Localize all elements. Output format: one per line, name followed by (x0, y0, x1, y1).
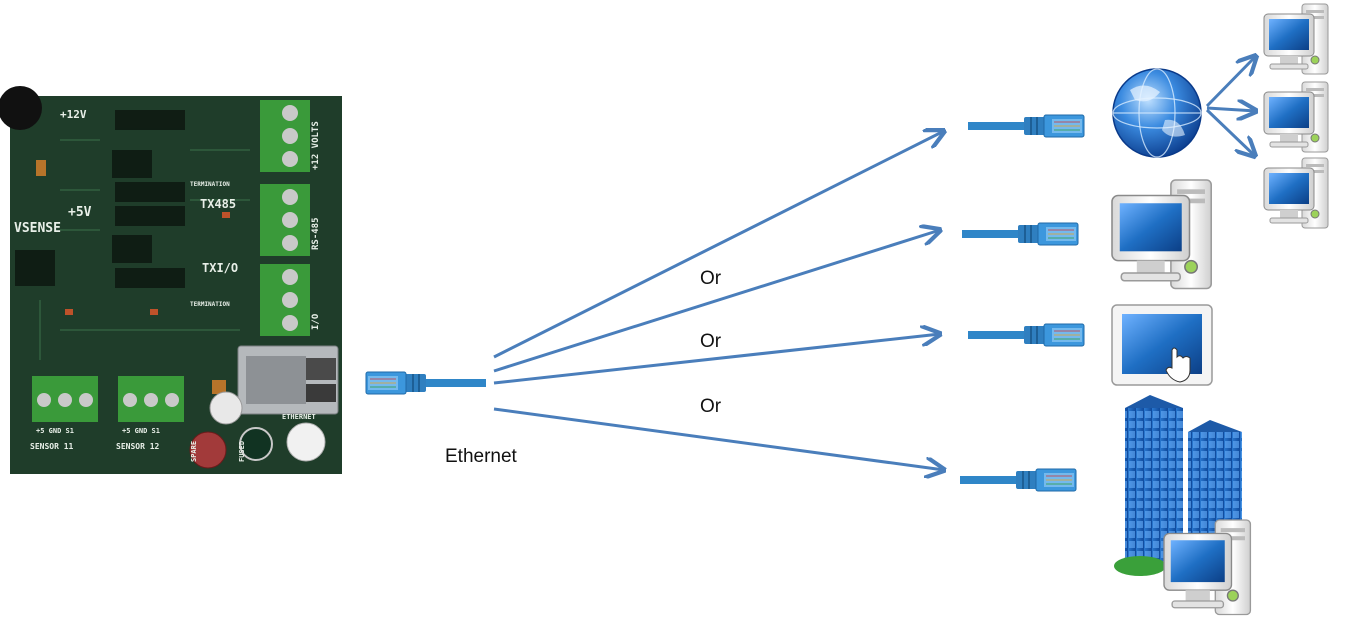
label-sensor-12: SENSOR 12 (116, 442, 160, 451)
label-or: Or (700, 268, 722, 289)
terminal-block-rs485 (260, 184, 310, 256)
ic-chip (112, 235, 152, 263)
capacitor (0, 86, 42, 130)
label-or: Or (700, 331, 722, 352)
arrow-to-building (493, 407, 944, 470)
label-txio: TXI/O (202, 261, 238, 275)
label-termination: TERMINATION (190, 181, 230, 188)
resistor-block (115, 182, 185, 202)
controller-board: +12V +5V VSENSE TX485 TXI/O TERMINATION … (0, 86, 342, 474)
label-12v: +12V (60, 108, 87, 121)
office-building-icon (1114, 395, 1252, 616)
ethernet-cable-computer (961, 222, 1079, 246)
network-arrows (1205, 56, 1256, 156)
label-volts: +12 VOLTS (311, 121, 321, 170)
resistor-block (115, 110, 185, 130)
arrow-to-internet (493, 131, 944, 359)
ethernet-cable-internet (967, 114, 1085, 138)
label-ethernet-cable: Ethernet (445, 446, 518, 467)
label-ethernet: ETHERNET (282, 413, 316, 421)
label-or: Or (700, 396, 722, 417)
label-vsense: VSENSE (14, 221, 61, 236)
arrow-to-computer (493, 230, 940, 373)
label-io: I/O (311, 313, 321, 330)
arrow-to-touchscreen (493, 334, 940, 385)
label-pins-12: +5 GND S1 (122, 427, 160, 435)
led (222, 212, 230, 218)
terminal-block-sensor-11 (32, 376, 98, 422)
capacitor (212, 380, 226, 394)
desktop-computer-icon (1263, 81, 1329, 153)
touchscreen-icon (1111, 304, 1213, 386)
globe-icon (1112, 68, 1202, 158)
terminal-block-power (260, 100, 310, 172)
terminal-block-sensor-12 (118, 376, 184, 422)
resistor-block (115, 268, 185, 288)
connection-arrows (493, 131, 944, 470)
ethernet-cable-building (959, 468, 1077, 492)
label-spare: SPARE (190, 441, 198, 462)
desktop-computer-icon (1263, 3, 1329, 75)
ethernet-cable-touchscreen (967, 323, 1085, 347)
ic-chip (15, 250, 55, 286)
ethernet-port (237, 345, 339, 415)
desktop-computer-icon (1111, 179, 1212, 290)
label-fused: FUSED (238, 441, 246, 462)
resistor-block (115, 206, 185, 226)
ethernet-cable-source (365, 371, 486, 395)
fuse-holder (239, 427, 273, 461)
led (150, 309, 158, 315)
desktop-computer-icon (1263, 157, 1329, 229)
ic-chip (112, 150, 152, 178)
spare-fuse (286, 422, 326, 462)
label-termination: TERMINATION (190, 301, 230, 308)
terminal-block-io (260, 264, 310, 336)
label-sensor-11: SENSOR 11 (30, 442, 74, 451)
capacitor (36, 160, 46, 176)
label-tx485: TX485 (200, 197, 236, 211)
label-rs485: RS-485 (311, 217, 321, 250)
label-5v: +5V (68, 205, 92, 220)
fuse (189, 431, 227, 469)
reset-button (209, 391, 243, 425)
label-pins-11: +5 GND S1 (36, 427, 74, 435)
led (65, 309, 73, 315)
